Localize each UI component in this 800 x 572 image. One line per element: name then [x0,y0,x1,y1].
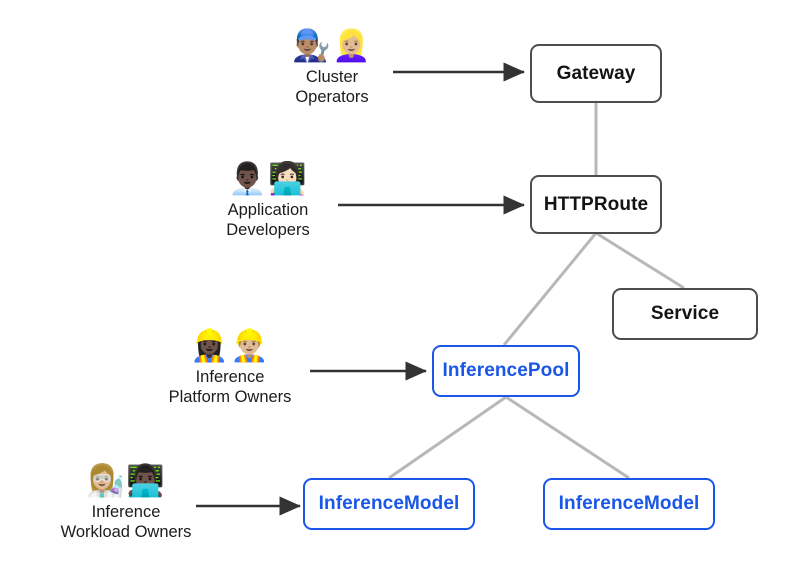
node-inferencemodel-1[interactable]: InferenceModel [303,478,475,530]
node-httproute[interactable]: HTTPRoute [530,175,662,234]
edge-inferencepool-inferencemodel-2 [505,395,630,480]
edge-httproute-inferencepool [502,232,598,346]
persona-inference-platform-owners-label-line1: Inference [195,367,265,386]
persona-inference-workload-owners-label: Inference Workload Owners [61,502,192,543]
persona-inference-workload-owners-label-line1: Inference [91,502,161,521]
node-inferencemodel-2[interactable]: InferenceModel [543,478,715,530]
persona-inference-workload-owners-label-line2: Workload Owners [60,523,192,542]
persona-application-developers-label-line2: Developers [226,221,310,240]
application-developers-emoji-pair: 👨🏿‍💼👩🏻‍💻 [228,161,308,197]
persona-inference-platform-owners-label: Inference Platform Owners [169,367,292,408]
edge-httproute-service [595,231,685,290]
node-httproute-label: HTTPRoute [543,193,649,215]
node-gateway[interactable]: Gateway [530,44,662,103]
persona-cluster-operators: 👨🏽‍🔧👱🏼‍♀️ Cluster Operators [272,30,392,108]
persona-application-developers-label: Application Developers [226,200,309,241]
persona-inference-workload-owners: 👩🏼‍🔬👨🏿‍💻 Inference Workload Owners [61,463,192,543]
node-inferencepool-label: InferencePool [442,360,570,381]
persona-application-developers: 👨🏿‍💼👩🏻‍💻 Application Developers [208,163,328,241]
node-inferencemodel-2-label: InferenceModel [558,493,700,514]
persona-application-developers-label-line1: Application [227,200,309,219]
persona-inference-platform-owners-label-line2: Platform Owners [168,388,292,407]
node-gateway-label: Gateway [556,62,636,84]
inference-platform-owners-emoji-pair: 👷🏿‍♀️👷🏼‍♂️ [190,328,270,364]
persona-cluster-operators-label-line2: Operators [295,88,369,107]
persona-cluster-operators-label: Cluster Operators [295,67,368,108]
node-service[interactable]: Service [612,288,758,340]
edge-inferencepool-inferencemodel-1 [388,395,507,480]
node-service-label: Service [650,303,720,324]
inference-workload-owners-emoji-pair: 👩🏼‍🔬👨🏿‍💻 [86,463,166,499]
node-inferencepool[interactable]: InferencePool [432,345,580,397]
node-inferencemodel-1-label: InferenceModel [318,493,460,514]
persona-inference-platform-owners: 👷🏿‍♀️👷🏼‍♂️ Inference Platform Owners [169,328,292,408]
persona-cluster-operators-label-line1: Cluster [305,67,359,86]
cluster-operators-emoji-pair: 👨🏽‍🔧👱🏼‍♀️ [292,28,372,64]
